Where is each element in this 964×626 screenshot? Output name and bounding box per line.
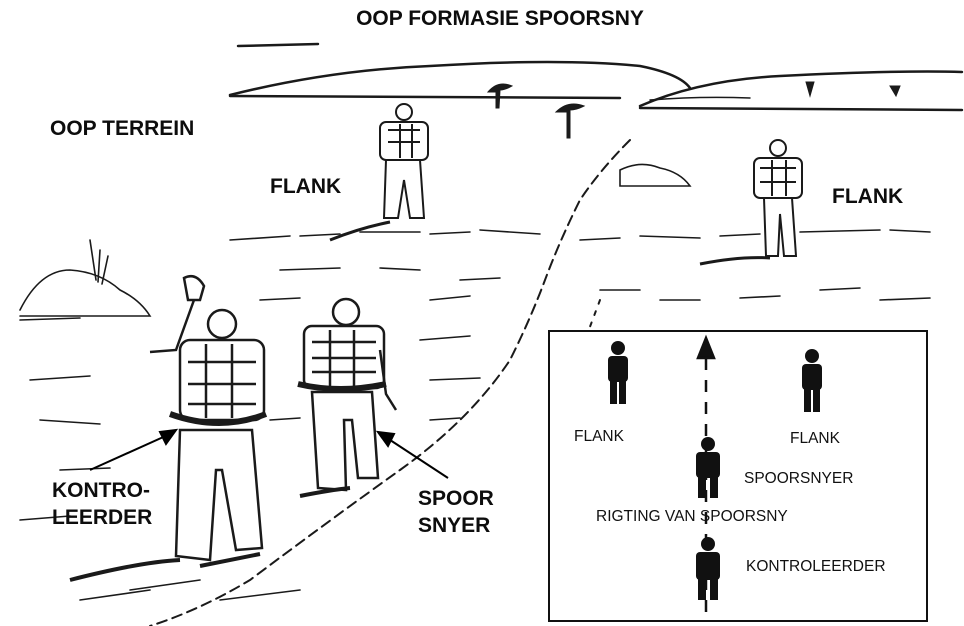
inset-diagram	[550, 332, 926, 620]
inset-label-controller: KONTROLEERDER	[746, 558, 886, 576]
hills	[230, 44, 962, 110]
inset-label-direction: RIGTING VAN SPOORSNY	[596, 508, 788, 526]
soldier-flank-right	[700, 140, 802, 264]
page-title: OOP FORMASIE SPOORSNY	[330, 6, 670, 33]
figure-icon-controller	[696, 537, 720, 600]
soldier-tracker	[298, 299, 396, 496]
soldier-controller	[70, 276, 266, 580]
soldier-flank-left	[330, 104, 428, 240]
inset-label-flank-left: FLANK	[574, 428, 624, 446]
label-controller: KONTRO- LEERDER	[52, 478, 152, 532]
formation-inset: FLANK FLANK SPOORSNYER RIGTING VAN SPOOR…	[548, 330, 928, 622]
inset-label-tracker: SPOORSNYER	[744, 470, 853, 488]
label-flank-left: FLANK	[270, 174, 341, 201]
label-arrows	[90, 430, 448, 478]
inset-label-flank-right: FLANK	[790, 430, 840, 448]
label-tracker: SPOOR SNYER	[418, 486, 494, 540]
figure-icon-flank-left	[608, 341, 628, 404]
figure-icon-tracker	[696, 437, 720, 498]
label-flank-right: FLANK	[832, 184, 903, 211]
label-open-terrain: OOP TERREIN	[50, 116, 194, 143]
figure-icon-flank-right	[802, 349, 822, 412]
